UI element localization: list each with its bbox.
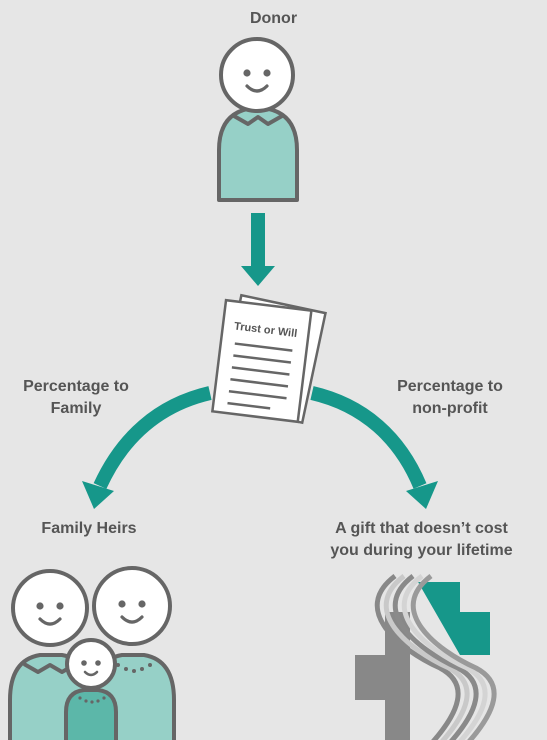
nonprofit-percentage-line1: Percentage to: [397, 378, 503, 395]
right-curved-arrow: [310, 386, 427, 489]
document-icon: Trust or Will: [210, 293, 327, 425]
family-heirs-label: Family Heirs: [41, 520, 137, 537]
donor-label: Donor: [249, 10, 298, 27]
family-icon: [8, 566, 176, 740]
family-percentage-line2: Family: [50, 400, 102, 417]
nonprofit-percentage-label: Percentage to non-profit: [368, 376, 532, 420]
family-percentage-label: Percentage to Family: [0, 376, 152, 420]
branch-arrows: [93, 386, 427, 489]
family-percentage-line1: Percentage to: [23, 378, 129, 395]
right-arrowhead-icon: [406, 481, 438, 509]
gift-label: A gift that doesn’t cost you during your…: [296, 518, 547, 562]
gift-line2: you during your lifetime: [330, 542, 513, 559]
down-arrow-icon: [241, 213, 275, 286]
nonprofit-percentage-line2: non-profit: [412, 400, 488, 417]
gift-line1: A gift that doesn’t cost: [335, 520, 508, 537]
nonprofit-logo-icon: [355, 574, 497, 740]
left-curved-arrow: [93, 386, 212, 489]
donor-person-icon: [217, 37, 299, 202]
left-arrowhead-icon: [82, 481, 114, 509]
